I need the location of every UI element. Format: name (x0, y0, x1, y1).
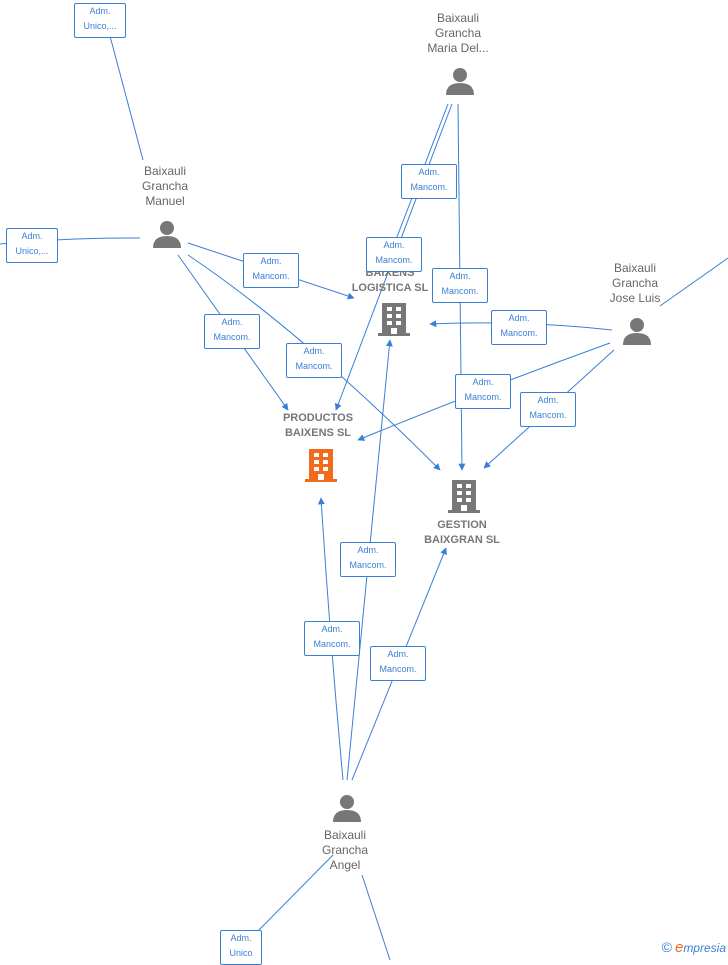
person-label-manuel[interactable]: Baixauli Grancha Manuel (141, 164, 189, 208)
company-label-logistica[interactable]: BAIXENS LOGISTICA SL (351, 267, 429, 294)
role-label-angel-gestion[interactable]: Adm. Mancom. (370, 646, 426, 681)
edge-angel-unico-bottom (254, 854, 334, 935)
role-label-angel-productos[interactable]: Adm. Mancom. (304, 621, 360, 656)
brand-e: e (674, 939, 684, 956)
brand-logo: ©empresia (662, 939, 726, 956)
edge-jose-offscreen (659, 257, 728, 307)
role-label-manuel-top[interactable]: Adm. Unico,... (74, 3, 126, 38)
person-icon-maria[interactable] (445, 66, 475, 96)
copyright-icon: © (661, 939, 672, 955)
role-label-angel-bottom[interactable]: Adm. Unico (220, 930, 262, 965)
role-label-maria-productos[interactable]: Adm. Mancom. (401, 164, 457, 199)
role-label-maria-gestion[interactable]: Adm. Mancom. (432, 268, 488, 303)
person-label-maria[interactable]: Baixauli Grancha Maria Del... (427, 11, 489, 55)
building-icon-gestion[interactable] (448, 478, 480, 514)
brand-rest: mpresia (683, 941, 726, 955)
person-icon-jose[interactable] (622, 316, 652, 346)
company-label-productos[interactable]: PRODUCTOS BAIXENS SL (282, 412, 354, 439)
person-label-angel[interactable]: Baixauli Grancha Angel (321, 828, 369, 872)
role-label-jose-logistica[interactable]: Adm. Mancom. (491, 310, 547, 345)
role-label-jose-gestion[interactable]: Adm. Mancom. (520, 392, 576, 427)
role-label-maria-logistica[interactable]: Adm. Mancom. (366, 237, 422, 272)
role-label-manuel-left[interactable]: Adm. Unico,... (6, 228, 58, 263)
person-icon-angel[interactable] (332, 793, 362, 823)
role-label-angel-logistica[interactable]: Adm. Mancom. (340, 542, 396, 577)
building-icon-logistica[interactable] (378, 301, 410, 337)
company-label-gestion[interactable]: GESTION BAIXGRAN SL (424, 519, 500, 546)
role-label-manuel-gestion[interactable]: Adm. Mancom. (286, 343, 342, 378)
building-icon-productos[interactable] (305, 447, 337, 483)
role-label-manuel-productos[interactable]: Adm. Mancom. (204, 314, 260, 349)
edge-manuel-unico-top (109, 35, 144, 161)
person-label-jose[interactable]: Baixauli Grancha Jose Luis (609, 261, 661, 305)
role-label-manuel-logistica[interactable]: Adm. Mancom. (243, 253, 299, 288)
edge-angel-offscreen (361, 874, 391, 960)
person-icon-manuel[interactable] (152, 219, 182, 249)
role-label-jose-productos[interactable]: Adm. Mancom. (455, 374, 511, 409)
